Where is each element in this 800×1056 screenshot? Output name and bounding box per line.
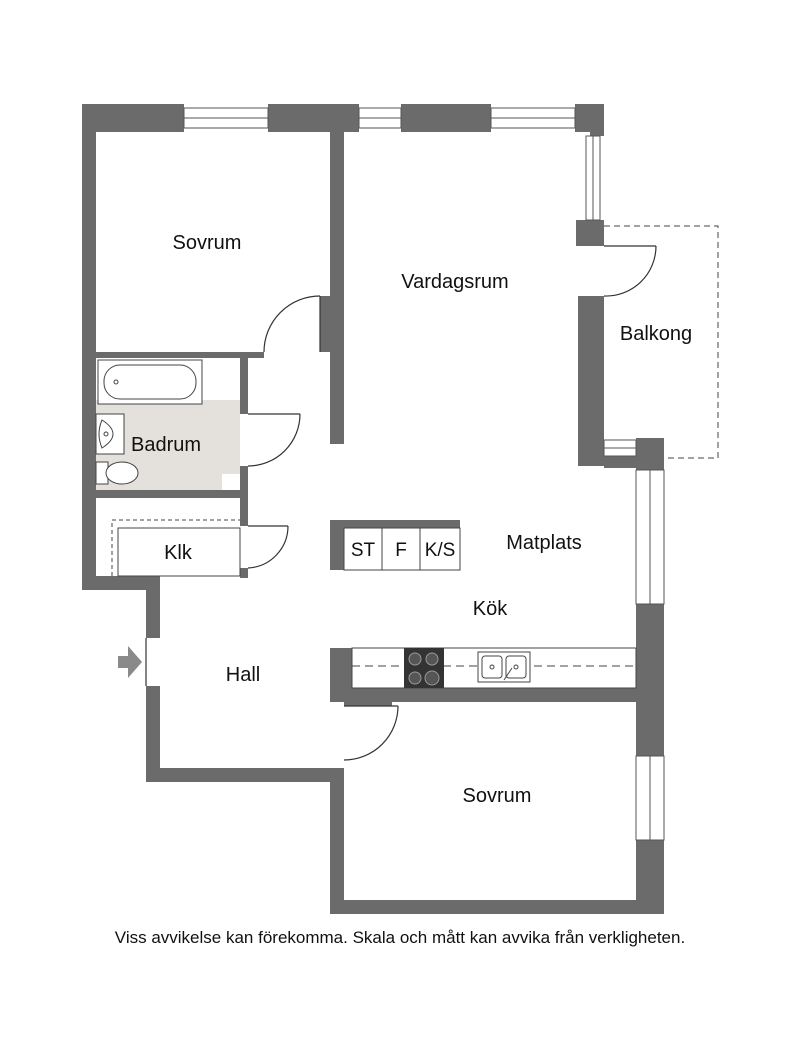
- walls: [82, 104, 664, 914]
- appliance-label-st: ST: [351, 540, 376, 561]
- room-label-hall: Hall: [226, 664, 260, 686]
- stove: [404, 648, 444, 688]
- appliance-label-ks: K/S: [425, 540, 456, 561]
- sink: [95, 413, 125, 455]
- bathtub: [97, 359, 203, 405]
- balcony-outline: [604, 225, 719, 459]
- kitchen-counter: [351, 647, 637, 689]
- room-label-klk: Klk: [164, 542, 193, 564]
- appliance-label-f: F: [395, 540, 407, 561]
- doors: [145, 245, 657, 761]
- kitchen-sink: [477, 651, 531, 683]
- toilet: [95, 461, 139, 485]
- entry-arrow-icon: [118, 646, 142, 678]
- room-label-vardagsrum: Vardagsrum: [401, 271, 508, 293]
- room-label-badrum: Badrum: [131, 434, 201, 456]
- appliance-row: [343, 527, 461, 571]
- interior-walls: [96, 132, 636, 706]
- room-label-kok: Kök: [473, 598, 508, 620]
- room-label-sovrum-bottom: Sovrum: [463, 785, 532, 807]
- room-label-balkong: Balkong: [620, 323, 692, 345]
- room-label-sovrum-top: Sovrum: [173, 232, 242, 254]
- closet: [111, 519, 241, 577]
- windows: [183, 107, 665, 841]
- disclaimer-text: Viss avvikelse kan förekomma. Skala och …: [114, 928, 686, 947]
- room-label-matplats: Matplats: [506, 532, 582, 554]
